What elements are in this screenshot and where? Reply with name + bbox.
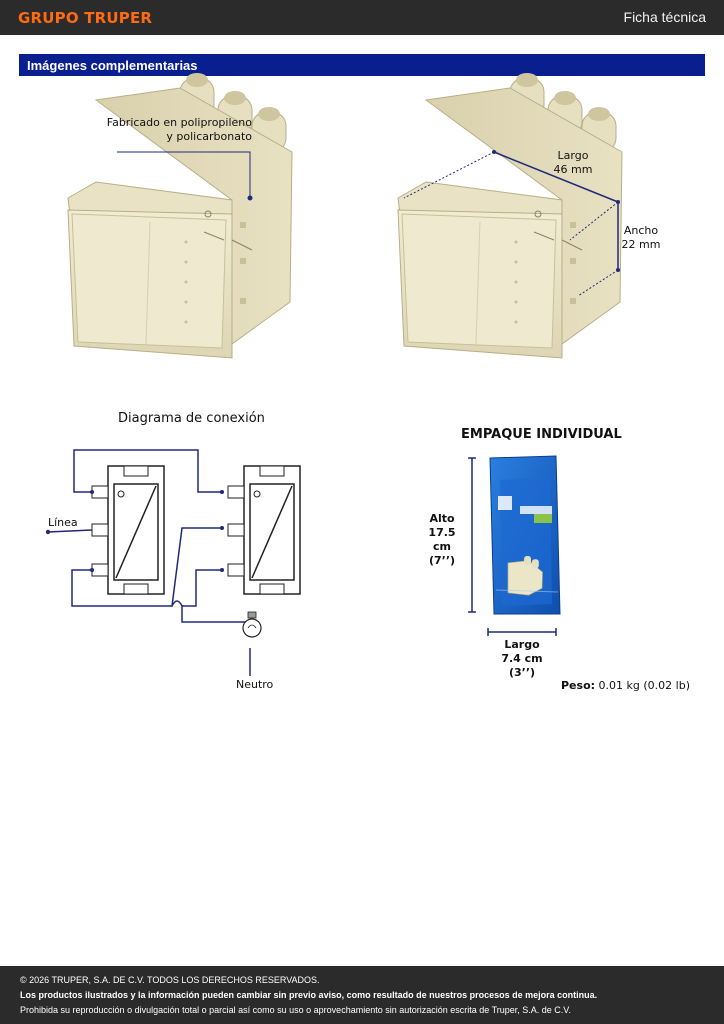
footer: © 2026 TRUPER, S.A. DE C.V. TODOS LOS DE… [0,966,724,1024]
alto-label: Alto 17.5 cm (7’’) [428,512,456,567]
copyright-text: © 2026 TRUPER, S.A. DE C.V. TODOS LOS DE… [20,975,320,985]
package-largo-label: Largo 7.4 cm (3’’) [501,638,543,679]
line-label: Línea [48,516,78,529]
diagram-title: Diagrama de conexión [118,411,265,426]
material-label: Fabricado en polipropileno y policarbona… [106,116,252,143]
notice-text: Los productos ilustrados y la informació… [20,990,598,1000]
product-photo-dimensions [397,72,623,359]
section-header: Imágenes complementarias [19,54,705,76]
section-title: Imágenes complementarias [27,58,198,73]
ancho-label: Ancho 22 mm [621,224,661,251]
document-type: Ficha técnica [623,9,706,25]
connection-diagram [47,449,301,676]
brand-logo: GRUPO TRUPER [18,9,153,27]
prohibition-text: Prohibida su reproducción o divulgación … [20,1005,571,1015]
top-bar: GRUPO TRUPER Ficha técnica [0,0,724,35]
callout-dot [247,195,253,201]
package-title: EMPAQUE INDIVIDUAL [461,427,622,442]
package-image [489,455,561,615]
neutral-label: Neutro [236,678,274,691]
light-bulb-icon [242,611,262,638]
weight-label: Peso: 0.01 kg (0.02 lb) [561,679,690,692]
largo-label: Largo 46 mm [553,149,593,176]
largo-dimension-line [493,151,619,203]
